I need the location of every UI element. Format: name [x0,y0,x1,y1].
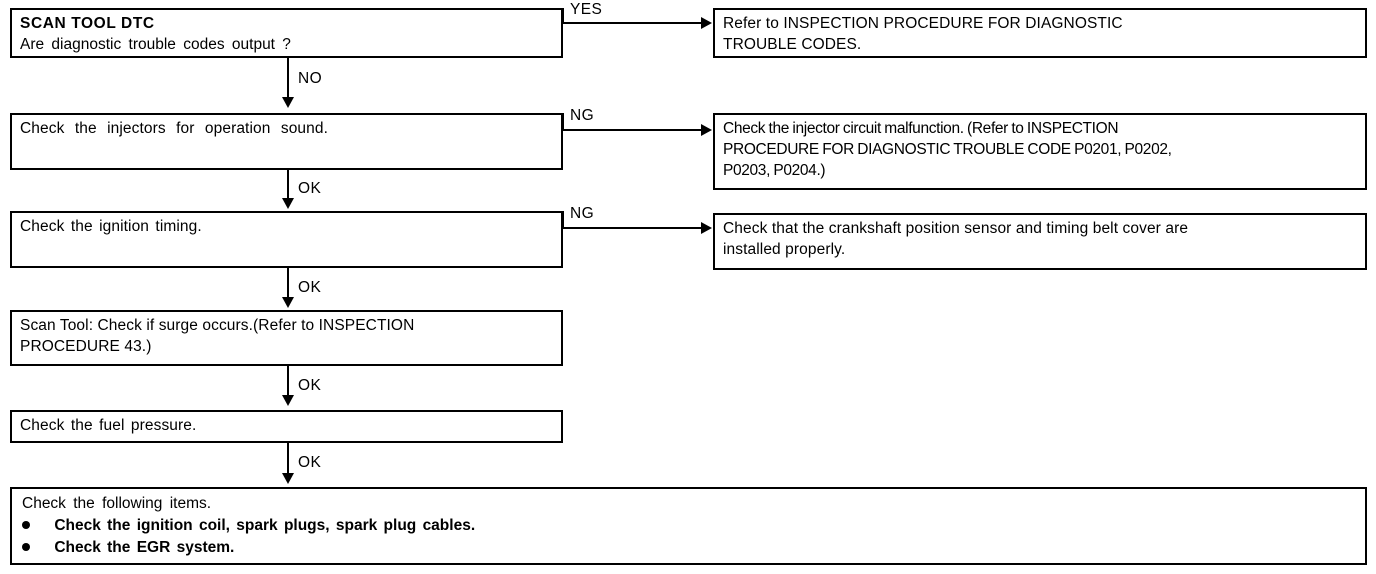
edge-label-ok-4: OK [298,454,322,471]
refer-inspection-dtc-text: Refer to INSPECTION PROCEDURE FOR DIAGNO… [723,15,1123,53]
arrow-ng2-to-crankshaft-sensor [701,222,712,234]
edge-label-ng-2: NG [570,205,595,222]
crankshaft-sensor-timing-belt-text: Check that the crankshaft position senso… [723,220,1189,258]
connector-ok1-vertical [287,170,289,201]
check-ignition-timing-text: Check the ignition timing. [20,218,202,235]
flow-node-scan-tool-dtc[interactable]: SCAN TOOL DTC Are diagnostic trouble cod… [10,8,563,58]
arrow-ng1-to-injector-circuit [701,124,712,136]
flow-node-refer-inspection-dtc[interactable]: Refer to INSPECTION PROCEDURE FOR DIAGNO… [713,8,1367,58]
flow-node-crankshaft-sensor-timing-belt[interactable]: Check that the crankshaft position senso… [713,213,1367,270]
connector-ok2-vertical [287,268,289,299]
arrow-ok2-to-scan-tool-surge [282,297,294,308]
list-item: Check the ignition coil, spark plugs, sp… [22,515,475,537]
connector-no-vertical [287,58,289,99]
arrow-yes-to-refer-inspection [701,17,712,29]
flow-node-check-following-items[interactable]: Check the following items. Check the ign… [10,487,1367,565]
arrow-ok4-to-final-items [282,473,294,484]
connector-ok3-vertical [287,366,289,398]
flow-node-injector-circuit-malfunction[interactable]: Check the injector circuit malfunction. … [713,113,1367,190]
edge-label-yes: YES [570,1,603,18]
edge-label-ng-1: NG [570,107,595,124]
flow-node-check-ignition-timing[interactable]: Check the ignition timing. [10,211,563,268]
edge-label-ok-1: OK [298,180,322,197]
connector-ng1-horizontal [562,129,703,131]
check-following-items-item-2: Check the EGR system. [54,539,235,556]
injector-circuit-malfunction-text: Check the injector circuit malfunction. … [723,120,1172,179]
arrow-no-to-check-injectors [282,97,294,108]
list-item: Check the EGR system. [22,537,234,559]
edge-label-ok-3: OK [298,377,322,394]
connector-ok4-vertical [287,443,289,475]
flow-node-check-injectors[interactable]: Check the injectors for operation sound. [10,113,563,170]
arrow-ok1-to-ignition-timing [282,198,294,209]
bullet-dot-icon [22,520,30,529]
connector-ng2-horizontal [562,227,703,229]
check-fuel-pressure-text: Check the fuel pressure. [20,417,197,434]
scan-tool-dtc-heading: SCAN TOOL DTC [20,15,155,32]
check-following-items-lead: Check the following items. [22,495,212,512]
connector-yes-stub [562,8,564,24]
connector-yes-horizontal [562,22,703,24]
connector-ng2-stub [562,211,564,229]
edge-label-no: NO [298,70,323,87]
edge-label-ok-2: OK [298,279,322,296]
flow-node-scan-tool-surge[interactable]: Scan Tool: Check if surge occurs.(Refer … [10,310,563,366]
connector-ng1-stub [562,113,564,131]
bullet-dot-icon [22,542,30,551]
flow-node-check-fuel-pressure[interactable]: Check the fuel pressure. [10,410,563,443]
arrow-ok3-to-fuel-pressure [282,395,294,406]
check-injectors-text: Check the injectors for operation sound. [20,120,328,137]
scan-tool-dtc-question: Are diagnostic trouble codes output ? [20,36,291,53]
check-following-items-item-1: Check the ignition coil, spark plugs, sp… [54,517,476,534]
scan-tool-surge-text: Scan Tool: Check if surge occurs.(Refer … [20,317,415,355]
